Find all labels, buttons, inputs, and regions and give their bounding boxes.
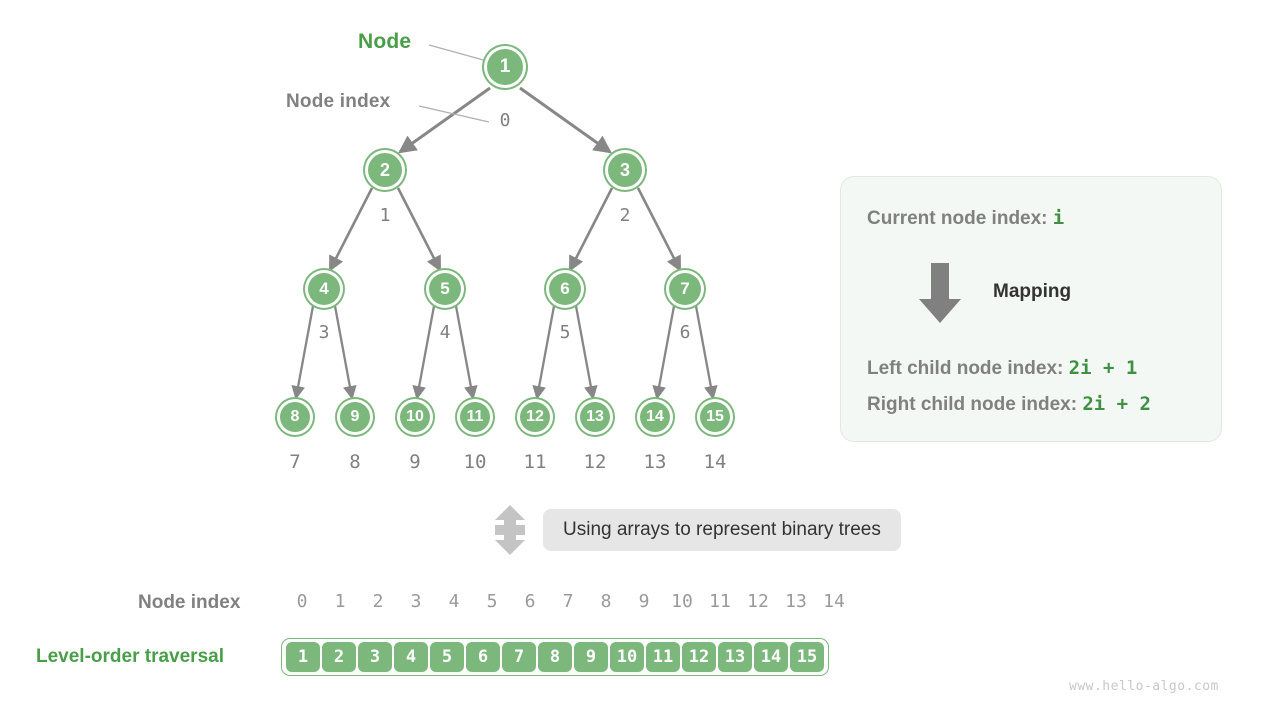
annotation-node-label: Node [358, 30, 412, 53]
tree-node-index: 13 [643, 451, 667, 473]
tree-node-index: 8 [349, 451, 361, 473]
array-cell[interactable]: 4 [394, 642, 428, 672]
array-index: 11 [709, 591, 731, 612]
tree-node[interactable]: 7 [666, 270, 704, 308]
tree-node[interactable]: 9 [337, 399, 373, 435]
tree-node[interactable]: 3 [605, 150, 645, 190]
tree-node[interactable]: 14 [637, 399, 673, 435]
array-index: 3 [410, 591, 422, 612]
tree-node[interactable]: 5 [426, 270, 464, 308]
array-cell[interactable]: 13 [718, 642, 752, 672]
tree-node[interactable]: 13 [577, 399, 613, 435]
current-node-index-value: i [1052, 207, 1065, 229]
tree-node[interactable]: 15 [697, 399, 733, 435]
tree-node[interactable]: 12 [517, 399, 553, 435]
array-cell[interactable]: 1 [286, 642, 320, 672]
tree-node[interactable]: 11 [457, 399, 493, 435]
right-child-index-line: Right child node index: 2i + 2 [867, 393, 1151, 416]
array-cell[interactable]: 15 [790, 642, 824, 672]
tree-node-index: 2 [619, 205, 631, 226]
tree-node-index: 4 [439, 322, 451, 343]
array-cell[interactable]: 6 [466, 642, 500, 672]
array-index: 0 [296, 591, 308, 612]
mapping-panel: Current node index: i Mapping Left child… [840, 176, 1222, 442]
mapping-label: Mapping [993, 281, 1072, 302]
tree-node[interactable]: 8 [277, 399, 313, 435]
array-index: 9 [638, 591, 650, 612]
tree-node-index: 1 [379, 205, 391, 226]
tree-node[interactable]: 1 [484, 46, 526, 88]
tree-node-index: 6 [679, 322, 691, 343]
separator-caption: Using arrays to represent binary trees [563, 519, 881, 540]
right-child-index-prefix: Right child node index: [867, 394, 1083, 415]
array-index: 7 [562, 591, 574, 612]
array-index: 4 [448, 591, 460, 612]
current-node-index-prefix: Current node index: [867, 208, 1053, 229]
array-index: 14 [823, 591, 845, 612]
current-node-index-line: Current node index: i [867, 207, 1064, 230]
tree-node[interactable]: 4 [305, 270, 343, 308]
annotation-node-index-label: Node index [286, 91, 391, 112]
array-cell[interactable]: 11 [646, 642, 680, 672]
array-index: 1 [334, 591, 346, 612]
array-index: 5 [486, 591, 498, 612]
array-cell[interactable]: 2 [322, 642, 356, 672]
array-cell[interactable]: 8 [538, 642, 572, 672]
array-cell[interactable]: 10 [610, 642, 644, 672]
array-index: 2 [372, 591, 384, 612]
array-index: 6 [524, 591, 536, 612]
array-index: 10 [671, 591, 693, 612]
array-cell[interactable]: 3 [358, 642, 392, 672]
array-cell[interactable]: 9 [574, 642, 608, 672]
tree-node[interactable]: 10 [397, 399, 433, 435]
tree-node-index: 14 [703, 451, 727, 473]
array-cell[interactable]: 7 [502, 642, 536, 672]
tree-node-index: 11 [523, 451, 547, 473]
array-index: 8 [600, 591, 612, 612]
array-container: 1 2 3 4 5 6 7 8 9 10 11 12 13 14 15 [281, 638, 829, 676]
left-child-index-value: 2i + 1 [1068, 357, 1138, 379]
array-cell[interactable]: 5 [430, 642, 464, 672]
tree-node-index: 0 [499, 110, 511, 131]
tree-node-index: 5 [559, 322, 571, 343]
left-child-index-line: Left child node index: 2i + 1 [867, 357, 1137, 380]
tree-node[interactable]: 6 [546, 270, 584, 308]
separator-caption-box: Using arrays to represent binary trees [543, 509, 901, 551]
array-index: 12 [747, 591, 769, 612]
tree-node-index: 7 [289, 451, 301, 473]
down-arrow-icon [919, 263, 961, 323]
watermark: www.hello-algo.com [1069, 679, 1219, 694]
tree-node[interactable]: 2 [365, 150, 405, 190]
left-child-index-prefix: Left child node index: [867, 358, 1069, 379]
up-down-arrow-icon [495, 505, 525, 555]
array-cell[interactable]: 12 [682, 642, 716, 672]
array-index-label: Node index [138, 592, 241, 613]
tree-node-index: 10 [463, 451, 487, 473]
array-traversal-label: Level-order traversal [36, 646, 224, 667]
tree-node-index: 3 [318, 322, 330, 343]
right-child-index-value: 2i + 2 [1082, 393, 1151, 415]
array-index: 13 [785, 591, 807, 612]
array-index-row: 0 1 2 3 4 5 6 7 8 9 10 11 12 13 14 [283, 591, 853, 612]
array-cell[interactable]: 14 [754, 642, 788, 672]
tree-node-index: 12 [583, 451, 607, 473]
tree-node-index: 9 [409, 451, 421, 473]
